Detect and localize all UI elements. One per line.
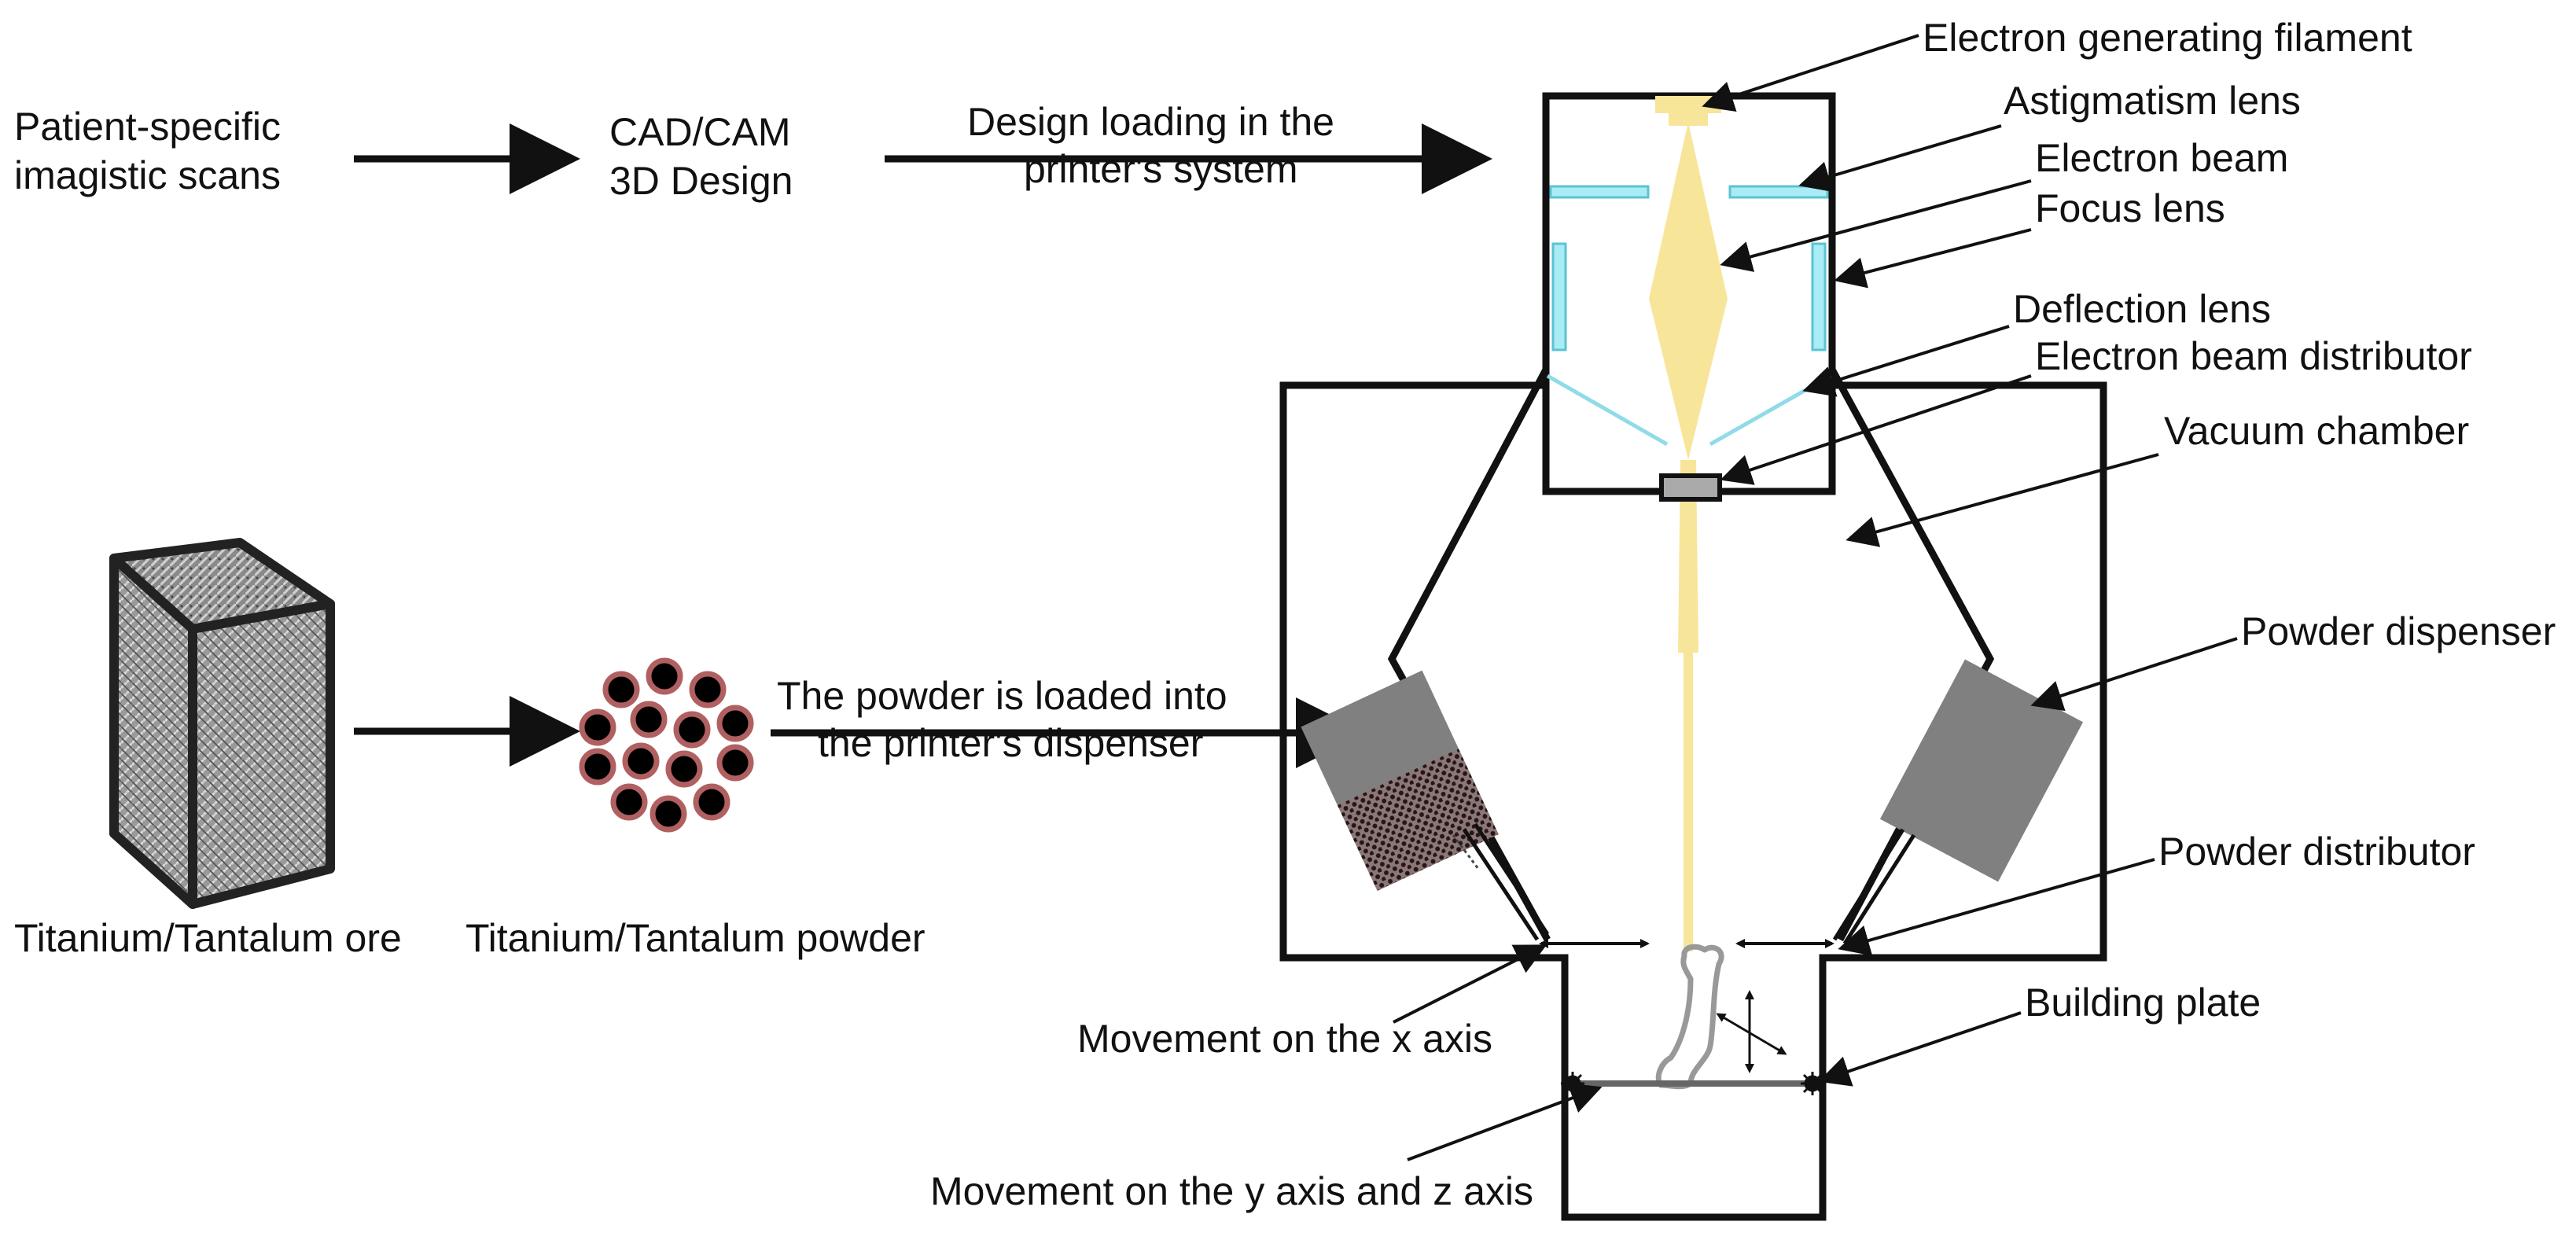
leader-focus — [1834, 228, 2032, 289]
powder-label: Titanium/Tantalum powder — [466, 916, 926, 960]
powder-dispenser-left — [1301, 670, 1499, 891]
ore-label: Titanium/Tantalum ore — [14, 916, 402, 960]
leader-yz-axis — [1407, 1083, 1603, 1161]
deflection-lens-right — [1709, 373, 1832, 447]
deflection-lens-left — [1546, 373, 1669, 447]
leader-filament — [1702, 34, 1919, 112]
label-beam: Electron beam — [2035, 136, 2288, 180]
building-plate-end-left — [1561, 1072, 1584, 1095]
label-astigmatism: Astigmatism lens — [2004, 79, 2301, 123]
leader-astigmatism — [1798, 124, 2002, 193]
label-dispenser: Powder dispenser — [2241, 609, 2556, 653]
label-distributor: Electron beam distributor — [2035, 334, 2472, 378]
powder-distributor-right — [1832, 828, 1916, 945]
yz-movement-arrows — [1716, 990, 1787, 1073]
focus-lens-right — [1811, 242, 1827, 351]
leader-dispenser — [2030, 637, 2238, 712]
astigmatism-lens-right — [1728, 185, 1829, 199]
powder-distributor-left — [1452, 822, 1550, 941]
leader-x-axis — [1393, 944, 1547, 1024]
label-deflection: Deflection lens — [2013, 287, 2271, 331]
chamber-diagonal-right — [1829, 367, 1995, 942]
leader-beam — [1720, 179, 2032, 272]
leader-distributor — [1720, 374, 2032, 485]
leader-deflection — [1802, 325, 2010, 397]
ore-block — [109, 538, 335, 909]
label-vacuum: Vacuum chamber — [2164, 409, 2469, 453]
building-plate-end-right — [1801, 1072, 1824, 1095]
astigmatism-lens-left — [1549, 185, 1650, 199]
leader-powder-distributor — [1838, 858, 2155, 956]
label-focus: Focus lens — [2035, 186, 2225, 230]
label-x-axis: Movement on the x axis — [1077, 1017, 1492, 1061]
vacuum-chamber-walls — [1279, 381, 2107, 1221]
electron-beam — [1649, 96, 1728, 951]
label-yz-axis: Movement on the y axis and z axis — [930, 1169, 1533, 1213]
powder-dispenser-right — [1879, 659, 2084, 882]
bone-implant — [1655, 944, 1724, 1090]
label-building-plate: Building plate — [2025, 981, 2261, 1025]
leader-vacuum — [1846, 453, 2159, 547]
leader-building-plate — [1818, 1011, 2022, 1087]
label-filament: Electron generating filament — [1923, 16, 2412, 60]
powder-particles — [579, 657, 754, 833]
label-powder-distributor: Powder distributor — [2158, 830, 2475, 874]
focus-lens-left — [1551, 242, 1567, 351]
electron-beam-distributor — [1659, 473, 1722, 502]
chamber-diagonal-left — [1387, 367, 1551, 942]
